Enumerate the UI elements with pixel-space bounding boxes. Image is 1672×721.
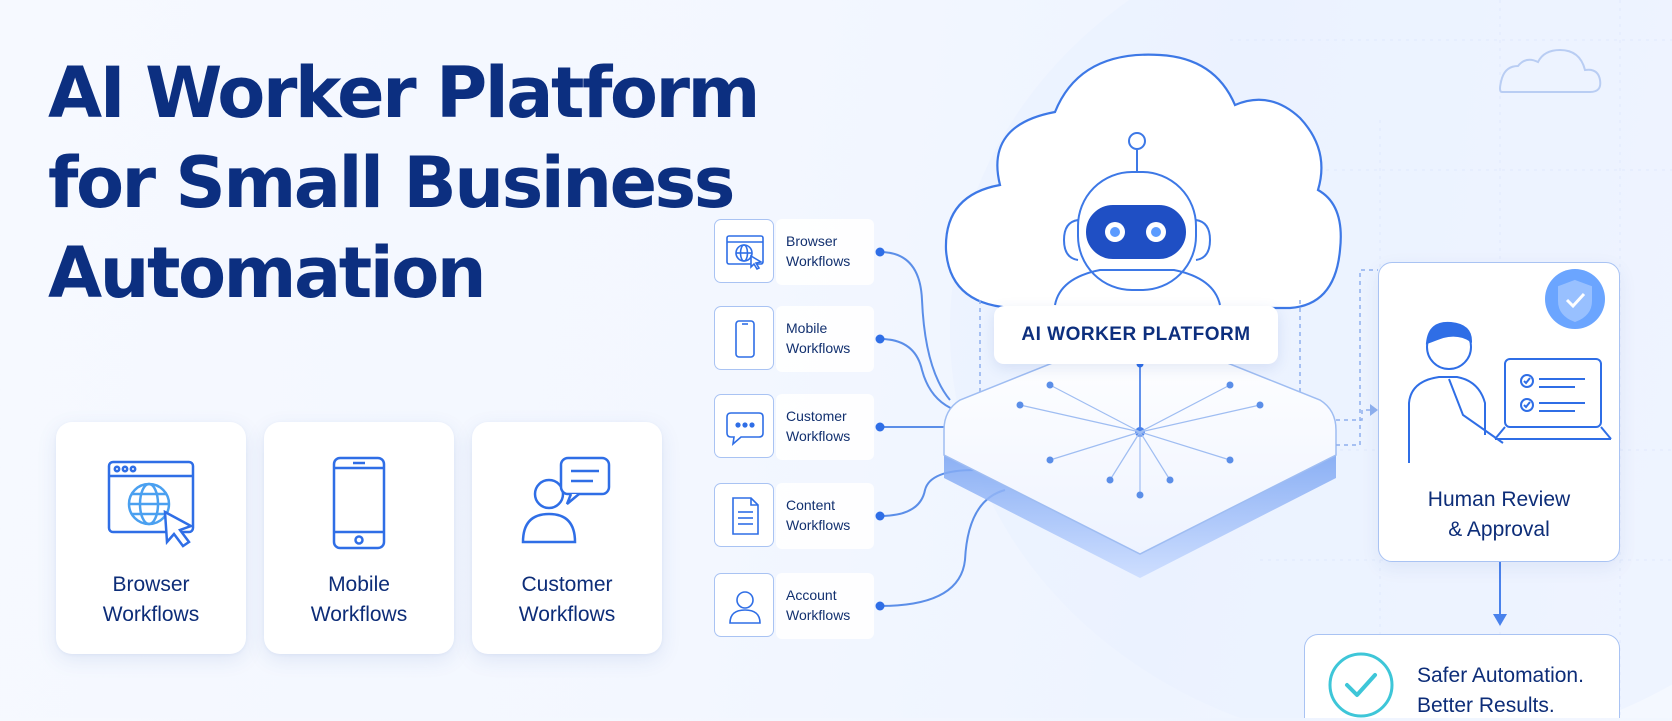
check-circle-icon xyxy=(1328,652,1394,718)
mobile-phone-icon xyxy=(735,320,755,358)
chat-bubble-icon xyxy=(726,412,764,447)
workflow-label: Content Workflows xyxy=(776,483,874,549)
page-title: AI Worker Platform for Small Business Au… xyxy=(48,48,760,318)
title-line-2: for Small Business xyxy=(48,142,735,224)
browser-globe-icon xyxy=(107,460,195,548)
workflow-label: Mobile Workflows xyxy=(776,306,874,372)
title-line-1: AI Worker Platform xyxy=(48,52,760,134)
platform-label: AI WORKER PLATFORM xyxy=(994,306,1278,364)
title-line-3: Automation xyxy=(48,232,487,314)
workflow-label-line-2: Workflows xyxy=(786,253,851,269)
user-account-icon xyxy=(729,591,761,624)
result-label-line-2: Better Results. xyxy=(1417,694,1555,717)
card-label-line-2: Workflows xyxy=(518,603,616,626)
feature-card-mobile: Mobile Workflows xyxy=(264,422,454,654)
review-label-line-2: & Approval xyxy=(1448,518,1550,541)
review-label: Human Review & Approval xyxy=(1379,485,1619,545)
workflow-label-line-1: Browser xyxy=(786,233,838,249)
workflow-label: Account Workflows xyxy=(776,573,874,639)
workflow-label-line-2: Workflows xyxy=(786,517,851,533)
workflow-item-customer: Customer Workflows xyxy=(714,394,874,460)
card-label: Browser Workflows xyxy=(56,570,246,630)
workflow-label-line-2: Workflows xyxy=(786,607,851,623)
workflow-label-line-1: Customer xyxy=(786,408,847,424)
workflow-icon-box xyxy=(714,306,774,370)
result-label-line-1: Safer Automation. xyxy=(1417,664,1584,687)
customer-chat-icon xyxy=(521,456,611,544)
mobile-phone-icon xyxy=(332,456,386,550)
human-review-illustration xyxy=(1408,269,1612,463)
workflow-label-line-1: Account xyxy=(786,587,837,603)
workflow-icon-box xyxy=(714,573,774,637)
platform-slab xyxy=(943,339,1337,578)
robot-icon xyxy=(1054,132,1221,306)
workflow-label-line-2: Workflows xyxy=(786,340,851,356)
workflow-label-line-1: Content xyxy=(786,497,836,513)
workflow-label: Browser Workflows xyxy=(776,219,874,285)
workflow-label-line-1: Mobile xyxy=(786,320,828,336)
review-label-line-1: Human Review xyxy=(1427,488,1571,511)
document-icon xyxy=(732,497,759,535)
review-card: Human Review & Approval xyxy=(1378,262,1620,562)
cloud-platform-links xyxy=(979,300,1301,400)
card-label-line-1: Browser xyxy=(112,573,190,596)
card-label: Customer Workflows xyxy=(472,570,662,630)
result-card: Safer Automation. Better Results. xyxy=(1304,634,1620,718)
card-label-line-2: Workflows xyxy=(310,603,408,626)
workflow-item-account: Account Workflows xyxy=(714,573,874,639)
workflow-label: Customer Workflows xyxy=(776,394,874,460)
workflow-label-line-2: Workflows xyxy=(786,428,851,444)
platform-review-connectors xyxy=(1336,269,1378,446)
review-result-arrow xyxy=(1493,562,1507,626)
workflow-item-browser: Browser Workflows xyxy=(714,219,874,285)
workflow-icon-box xyxy=(714,394,774,458)
shield-check-icon xyxy=(1545,269,1605,329)
card-label-line-2: Workflows xyxy=(102,603,200,626)
card-label: Mobile Workflows xyxy=(264,570,454,630)
feature-card-browser: Browser Workflows xyxy=(56,422,246,654)
card-label-line-1: Customer xyxy=(521,573,613,596)
workflow-item-content: Content Workflows xyxy=(714,483,874,549)
browser-globe-icon xyxy=(726,235,764,271)
feature-card-customer: Customer Workflows xyxy=(472,422,662,654)
workflow-icon-box xyxy=(714,483,774,547)
result-label: Safer Automation. Better Results. xyxy=(1417,661,1584,721)
workflow-item-mobile: Mobile Workflows xyxy=(714,306,874,372)
decorative-cloud-icon xyxy=(1499,48,1602,93)
card-label-line-1: Mobile xyxy=(328,573,390,596)
workflow-icon-box xyxy=(714,219,774,283)
